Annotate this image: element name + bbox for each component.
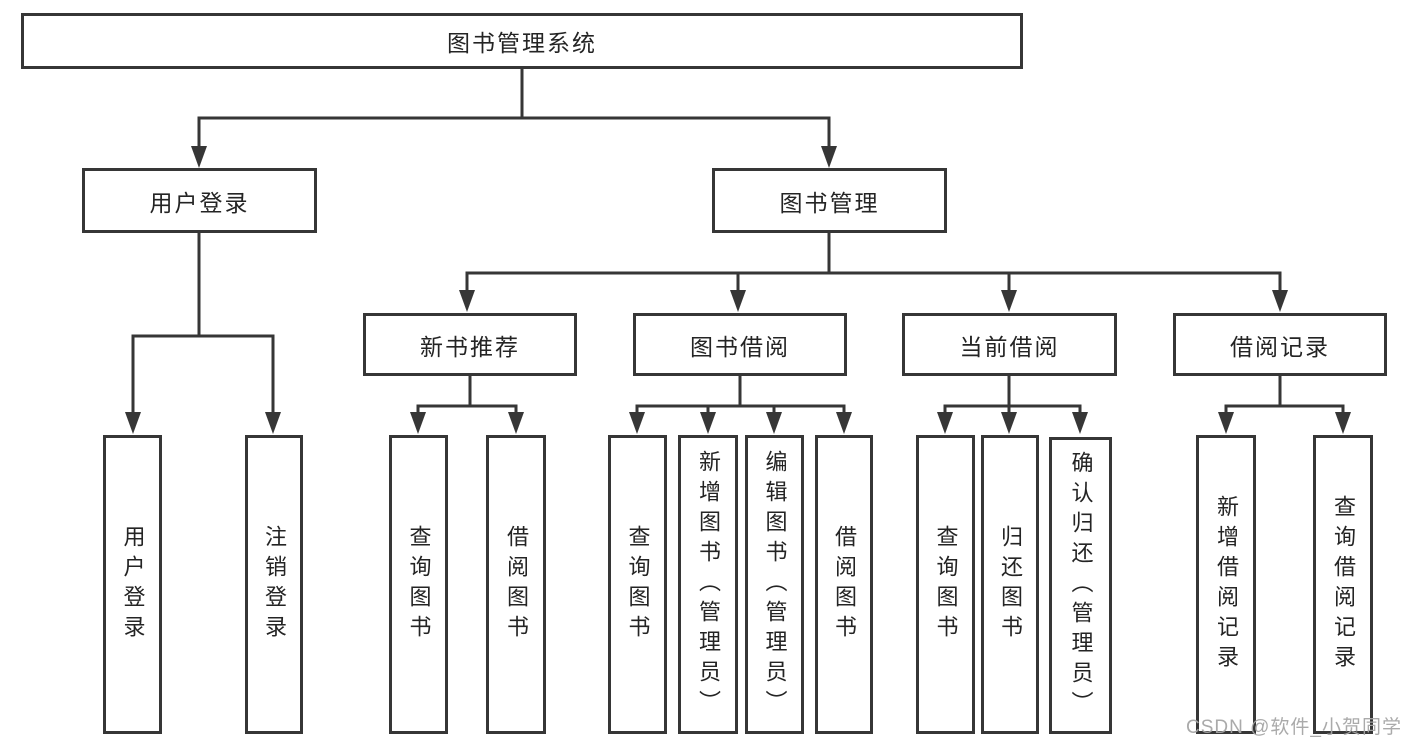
arrow-down-icon [410,412,426,434]
node-library-management-system: 图书管理系统 [21,13,1023,69]
arrowheads [125,146,1351,434]
node-user-login: 用户登录 [82,168,317,233]
arrow-down-icon [766,412,782,434]
arrow-down-icon [459,290,475,312]
node-new-book-recommendation: 新书推荐 [363,313,577,376]
arrow-down-icon [1335,412,1351,434]
leaf-logout-login: 注销登录 [245,435,303,734]
connector-book-borrowing-to-leaves [635,374,846,416]
leaf-query-books-recommend: 查询图书 [389,435,448,734]
connector-borrowing-records-to-leaves [1224,374,1345,416]
node-book-borrowing: 图书借阅 [633,313,847,376]
connector-current-borrowing-to-leaves [943,374,1082,416]
arrow-down-icon [191,146,207,168]
leaf-add-books-admin: 新增图书（管理员） [678,435,738,734]
arrow-down-icon [937,412,953,434]
arrow-down-icon [125,412,141,434]
arrow-down-icon [1218,412,1234,434]
arrow-down-icon [700,412,716,434]
arrow-down-icon [629,412,645,434]
leaf-add-borrow-record: 新增借阅记录 [1196,435,1256,734]
watermark-text: CSDN @软件_小贺同学 [1186,717,1402,738]
arrow-down-icon [1001,290,1017,312]
arrow-down-icon [265,412,281,434]
connector-user-login-to-leaves [131,231,275,416]
leaf-query-books-borrowing: 查询图书 [608,435,667,734]
leaf-edit-books-admin: 编辑图书（管理员） [745,435,804,734]
leaf-user-login: 用户登录 [103,435,162,734]
leaf-query-borrow-record: 查询借阅记录 [1313,435,1373,734]
arrow-down-icon [1272,290,1288,312]
leaf-query-books-current: 查询图书 [916,435,975,734]
arrow-down-icon [1072,412,1088,434]
arrow-down-icon [836,412,852,434]
node-current-borrowing: 当前借阅 [902,313,1117,376]
node-borrowing-records: 借阅记录 [1173,313,1387,376]
connector-root-to-level2 [197,66,831,148]
leaf-return-books: 归还图书 [981,435,1039,734]
arrow-down-icon [1001,412,1017,434]
arrow-down-icon [508,412,524,434]
arrow-down-icon [821,146,837,168]
arrow-down-icon [730,290,746,312]
leaf-borrow-books-recommend: 借阅图书 [486,435,546,734]
connector-new-book-to-leaves [416,374,518,416]
leaf-confirm-return-admin: 确认归还（管理员） [1049,437,1112,734]
connector-book-management-to-level3 [465,231,1282,293]
leaf-borrow-books-borrowing: 借阅图书 [815,435,873,734]
node-book-management: 图书管理 [712,168,947,233]
